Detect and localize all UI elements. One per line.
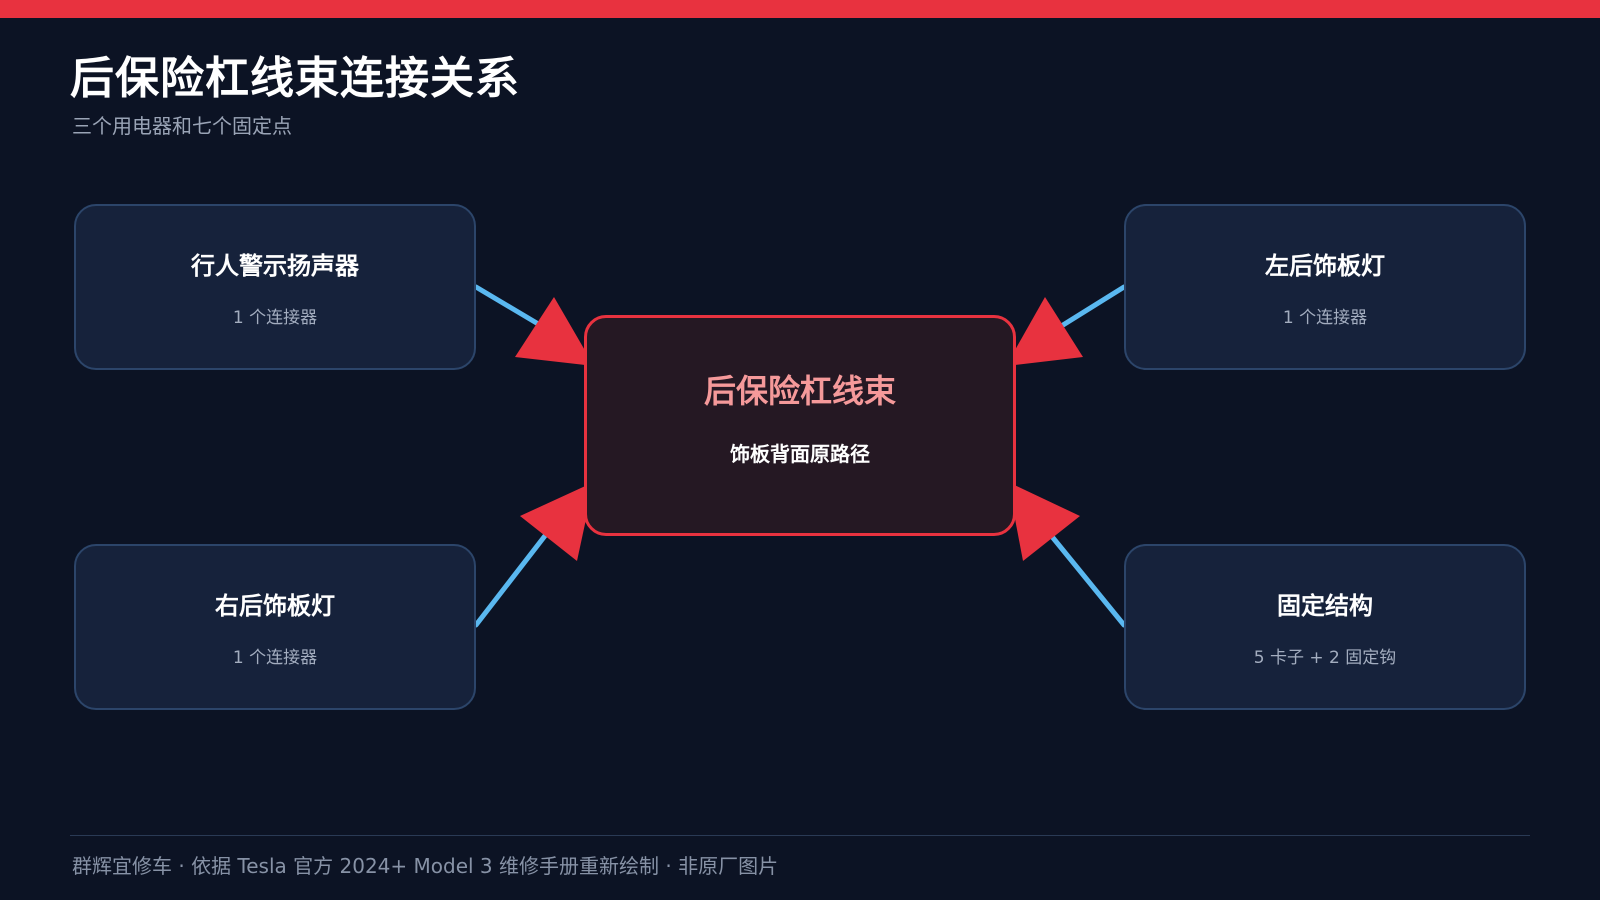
connector-line-right-light [473,525,554,628]
arrowhead-right-light [520,482,594,561]
arrowhead-speaker [515,297,594,366]
node-fixing-structure: 固定结构 5 卡子 + 2 固定钩 [1124,544,1526,710]
top-accent-bar [0,0,1600,18]
node-title: 左后饰板灯 [1265,252,1385,280]
node-detail: 1 个连接器 [232,308,318,328]
node-left-trim-light: 左后饰板灯 1 个连接器 [1124,204,1526,370]
node-title: 右后饰板灯 [215,592,335,620]
connector-line-speaker [473,284,548,331]
hub-title: 后保险杠线束 [703,372,896,410]
node-right-trim-light: 右后饰板灯 1 个连接器 [74,544,476,710]
arrowhead-fixing [1008,482,1080,561]
node-detail: 5 卡子 + 2 固定钩 [1253,648,1397,668]
hub-node-rear-bumper-harness: 后保险杠线束 饰板背面原路径 [584,315,1016,536]
node-title: 行人警示扬声器 [191,252,359,280]
node-detail: 1 个连接器 [1282,308,1368,328]
page-title: 后保险杠线束连接关系 [70,53,520,104]
node-title: 固定结构 [1277,592,1373,620]
connector-line-left-light [1052,284,1127,333]
arrowhead-left-light [1006,297,1083,366]
node-pedestrian-speaker: 行人警示扬声器 1 个连接器 [74,204,476,370]
node-detail: 1 个连接器 [232,648,318,668]
footer-divider [70,835,1530,836]
connector-line-fixing [1042,525,1127,628]
hub-subtitle: 饰板背面原路径 [730,442,870,466]
footer-credit: 群辉宜修车 · 依据 Tesla 官方 2024+ Model 3 维修手册重新… [72,854,779,878]
page-subtitle: 三个用电器和七个固定点 [72,114,292,138]
